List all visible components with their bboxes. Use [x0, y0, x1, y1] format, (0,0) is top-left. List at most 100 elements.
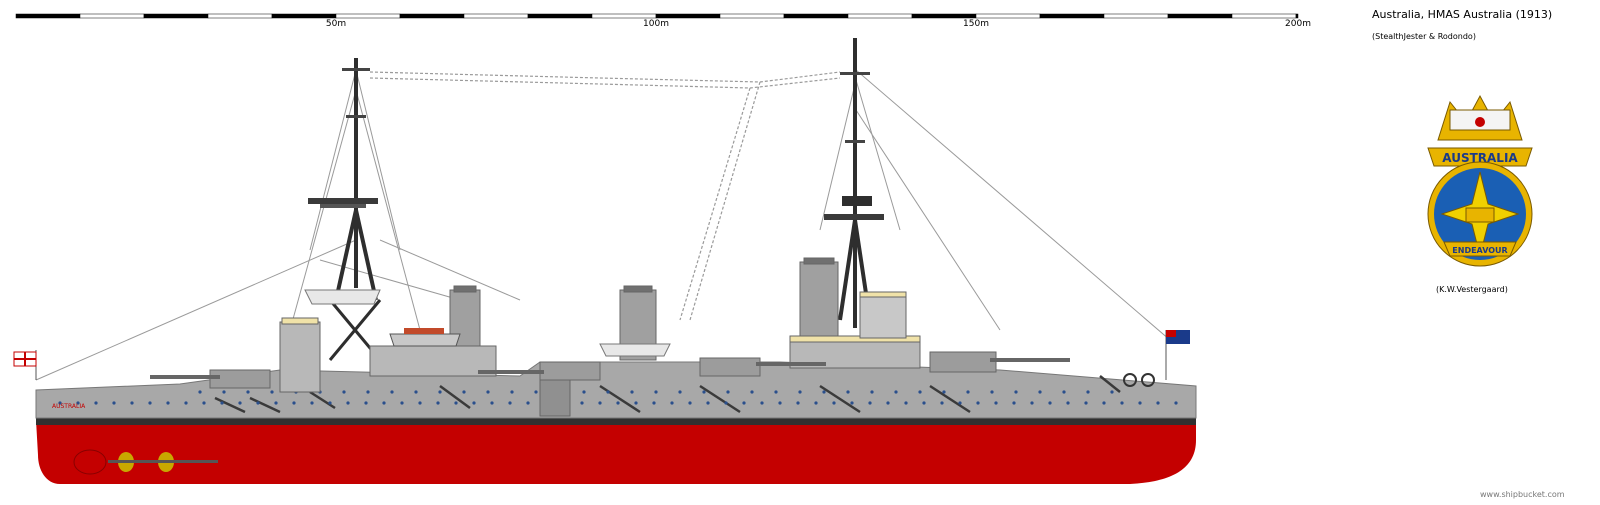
porthole	[670, 401, 674, 405]
porthole	[270, 390, 274, 394]
porthole	[678, 390, 682, 394]
porthole	[342, 390, 346, 394]
porthole	[630, 390, 634, 394]
porthole	[1038, 390, 1042, 394]
porthole	[130, 401, 134, 405]
porthole	[438, 390, 442, 394]
porthole	[526, 401, 530, 405]
crest-crown	[1437, 94, 1523, 141]
porthole	[994, 401, 998, 405]
porthole	[774, 390, 778, 394]
porthole	[580, 401, 584, 405]
crest-shield: ENDEAVOUR	[1427, 161, 1533, 267]
foremast	[308, 58, 382, 361]
ship-profile-drawing: AUSTRALIA	[13, 38, 1197, 484]
porthole	[364, 401, 368, 405]
porthole	[918, 390, 922, 394]
porthole	[724, 401, 728, 405]
jack-flag	[1165, 330, 1190, 380]
porthole	[1110, 390, 1114, 394]
porthole	[490, 401, 494, 405]
wireless-aerial	[369, 71, 841, 321]
porthole	[1084, 401, 1088, 405]
porthole	[76, 401, 80, 405]
porthole	[112, 401, 116, 405]
scale-segment	[1231, 13, 1297, 19]
porthole	[472, 401, 476, 405]
porthole	[366, 390, 370, 394]
porthole	[976, 401, 980, 405]
porthole	[436, 401, 440, 405]
ship-crest-badge: AUSTRALIA ENDEAVOUR	[1427, 94, 1533, 267]
porthole	[202, 401, 206, 405]
porthole	[390, 390, 394, 394]
scale-label-150m: 150m	[963, 19, 989, 29]
porthole	[148, 401, 152, 405]
porthole	[958, 401, 962, 405]
porthole	[796, 401, 800, 405]
crest-motto-text: ENDEAVOUR	[1452, 246, 1507, 255]
porthole	[868, 401, 872, 405]
scale-segment	[1295, 13, 1299, 19]
porthole	[688, 401, 692, 405]
porthole	[1066, 401, 1070, 405]
porthole	[414, 390, 418, 394]
porthole	[846, 390, 850, 394]
porthole	[742, 401, 746, 405]
hull-lower-red	[36, 420, 1196, 484]
porthole	[256, 401, 260, 405]
porthole	[1086, 390, 1090, 394]
porthole	[702, 390, 706, 394]
badge-credit: (K.W.Vestergaard)	[1436, 285, 1508, 294]
porthole	[616, 401, 620, 405]
porthole	[850, 401, 854, 405]
porthole	[870, 390, 874, 394]
rigging	[35, 69, 1171, 381]
propellers	[73, 449, 218, 475]
porthole	[382, 401, 386, 405]
porthole	[1012, 401, 1016, 405]
porthole	[726, 390, 730, 394]
porthole	[990, 390, 994, 394]
porthole	[462, 390, 466, 394]
drawing-credit: (StealthJester & Rodondo)	[1372, 32, 1476, 41]
porthole	[652, 401, 656, 405]
turrets	[150, 351, 1070, 389]
porthole	[184, 401, 188, 405]
porthole	[1174, 401, 1178, 405]
porthole	[760, 401, 764, 405]
crest-name-scroll: AUSTRALIA	[1427, 147, 1533, 167]
ensign-flag	[13, 350, 37, 380]
gun-ports	[214, 375, 1121, 414]
porthole	[966, 390, 970, 394]
porthole	[1062, 390, 1066, 394]
porthole	[942, 390, 946, 394]
porthole	[400, 401, 404, 405]
porthole	[310, 401, 314, 405]
porthole	[292, 401, 296, 405]
porthole	[418, 401, 422, 405]
porthole	[198, 390, 202, 394]
porthole	[822, 390, 826, 394]
porthole	[1102, 401, 1106, 405]
porthole	[246, 390, 250, 394]
portholes	[58, 390, 1178, 405]
porthole	[58, 401, 62, 405]
porthole	[238, 401, 242, 405]
drawing-title: Australia, HMAS Australia (1913)	[1372, 8, 1553, 21]
porthole	[222, 390, 226, 394]
porthole	[798, 390, 802, 394]
porthole	[346, 401, 350, 405]
anchors	[1123, 373, 1155, 387]
porthole	[654, 390, 658, 394]
porthole	[1120, 401, 1124, 405]
porthole	[534, 390, 538, 394]
porthole	[606, 390, 610, 394]
scale-label-100m: 100m	[643, 19, 669, 29]
porthole	[508, 401, 512, 405]
porthole	[1156, 401, 1160, 405]
scale-label-50m: 50m	[325, 19, 347, 29]
porthole	[940, 401, 944, 405]
porthole	[832, 401, 836, 405]
porthole	[634, 401, 638, 405]
